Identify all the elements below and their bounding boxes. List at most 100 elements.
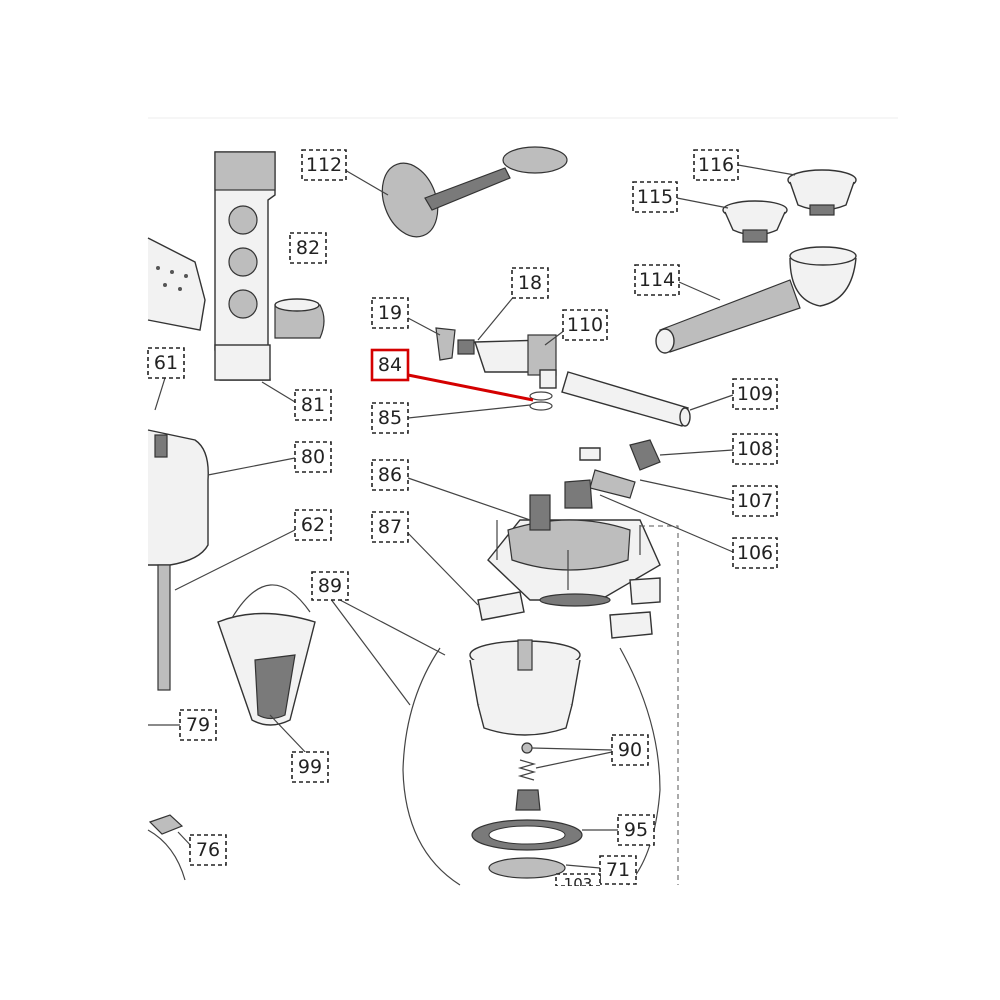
leader-86 [407, 477, 531, 521]
leader-lines [148, 164, 796, 869]
part-valve-assembly-drawing [435, 327, 557, 411]
leader-114 [678, 281, 721, 301]
label-85-text: 85 [378, 407, 402, 429]
part-62-rod-drawing [157, 564, 171, 691]
label-62[interactable]: 62 [294, 509, 332, 541]
leader-81 [261, 381, 296, 403]
label-107[interactable]: 107 [732, 485, 778, 517]
leader-80 [207, 457, 296, 476]
label-114[interactable]: 114 [634, 264, 680, 296]
leader-87 [404, 529, 479, 606]
label-86-text: 86 [378, 464, 402, 486]
label-89[interactable]: 89 [311, 571, 349, 601]
label-109-text: 109 [737, 383, 773, 405]
label-95-text: 95 [624, 819, 648, 841]
label-19[interactable]: 19 [371, 297, 409, 329]
label-89-text: 89 [318, 575, 342, 597]
part-81-tank-drawing [214, 151, 276, 381]
label-80[interactable]: 80 [294, 441, 332, 473]
label-115-text: 115 [637, 186, 673, 208]
label-115[interactable]: 115 [632, 181, 678, 213]
label-85[interactable]: 85 [371, 402, 409, 434]
label-114-text: 114 [639, 269, 675, 291]
leader-108 [659, 449, 734, 456]
label-112-text: 112 [306, 154, 342, 176]
label-90[interactable]: 90 [611, 734, 649, 766]
leader-18 [477, 294, 516, 341]
label-106-text: 106 [737, 542, 773, 564]
label-116-text: 116 [698, 154, 734, 176]
leader-62 [174, 529, 296, 591]
leader-89b [329, 597, 411, 706]
part-82-block-drawing [274, 298, 325, 339]
label-112[interactable]: 112 [301, 149, 347, 181]
label-84-text: 84 [378, 354, 402, 376]
part-115-basket-drawing [722, 200, 788, 243]
label-86[interactable]: 86 [371, 459, 409, 491]
label-110[interactable]: 110 [562, 309, 608, 341]
label-116[interactable]: 116 [693, 149, 739, 181]
part-86-base-drawing [487, 494, 661, 607]
leader-116 [737, 164, 796, 176]
label-81-text: 81 [301, 394, 325, 416]
leader-90a [531, 747, 613, 751]
label-99-text: 99 [298, 756, 322, 778]
label-62-text: 62 [301, 514, 325, 536]
leader-112 [344, 169, 389, 196]
label-79[interactable]: 79 [179, 709, 217, 741]
part-89-detail-drawing [402, 639, 661, 886]
label-19-text: 19 [378, 302, 402, 324]
leader-19 [407, 317, 441, 336]
label-95[interactable]: 95 [617, 814, 655, 846]
label-108-text: 108 [737, 438, 773, 460]
part-clips-drawing [564, 439, 661, 509]
leader-107 [639, 479, 734, 501]
label-106[interactable]: 106 [732, 537, 778, 569]
part-109-tube-drawing [561, 371, 691, 427]
part-housing-drawing [147, 237, 206, 331]
leader-115 [676, 197, 729, 209]
label-81[interactable]: 81 [294, 389, 332, 421]
label-110-text: 110 [567, 314, 603, 336]
leader-110 [544, 329, 566, 346]
part-99-filter-cone-drawing [217, 584, 316, 726]
assembly-frame-line [640, 525, 679, 885]
label-18[interactable]: 18 [511, 267, 549, 299]
leader-61 [154, 377, 166, 411]
label-90-text: 90 [618, 739, 642, 761]
label-71-text: 71 [606, 859, 630, 881]
label-80-text: 80 [301, 446, 325, 468]
label-87-text: 87 [378, 516, 402, 538]
part-87-connectors-drawing [477, 577, 661, 639]
label-99[interactable]: 99 [291, 751, 329, 783]
label-18-text: 18 [518, 272, 542, 294]
label-76-text: 76 [196, 839, 220, 861]
bottom-whitespace [0, 886, 1000, 1000]
label-76[interactable]: 76 [189, 834, 227, 866]
leader-109 [689, 394, 734, 411]
leader-90b [535, 751, 613, 769]
part-114-portafilter-drawing [655, 246, 857, 354]
label-87[interactable]: 87 [371, 511, 409, 543]
label-79-text: 79 [186, 714, 210, 736]
part-116-basket-drawing [787, 169, 857, 216]
label-61[interactable]: 61 [147, 347, 185, 379]
label-82-text: 82 [296, 237, 320, 259]
leader-85 [407, 404, 531, 419]
label-82[interactable]: 82 [289, 232, 327, 264]
leader-89 [339, 599, 446, 656]
part-112-tamper-drawing [381, 146, 568, 238]
label-71[interactable]: 71 [599, 855, 637, 885]
label-107-text: 107 [737, 490, 773, 512]
leader-99 [269, 714, 309, 756]
part-76-drawing [147, 814, 186, 881]
label-108[interactable]: 108 [732, 433, 778, 465]
label-84[interactable]: 84 [370, 348, 410, 382]
leader-84 [407, 373, 534, 402]
part-80-body-drawing [147, 429, 209, 566]
leader-71 [565, 864, 601, 869]
leader-106 [599, 494, 734, 553]
label-61-text: 61 [154, 352, 178, 374]
label-109[interactable]: 109 [732, 378, 778, 410]
